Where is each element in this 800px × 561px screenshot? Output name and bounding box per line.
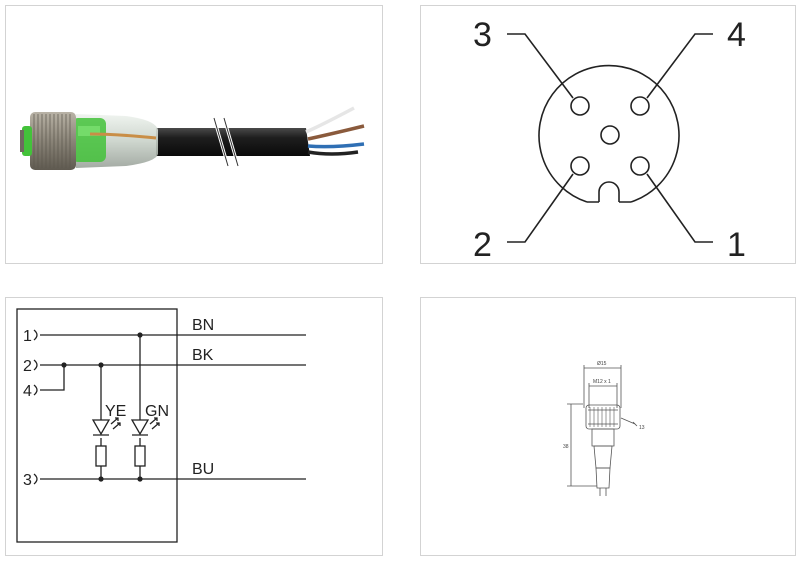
pin-label-2: 2 (23, 358, 32, 375)
wire-label-bn: BN (192, 317, 214, 334)
dim-diameter: Ø15 (597, 361, 607, 367)
coupling-nut (30, 112, 76, 170)
pinout-diagram: 3 4 2 1 (473, 16, 746, 264)
wire-white (305, 106, 355, 134)
dimension-drawing-panel: Ø15 M12 x 1 38 13 (420, 297, 796, 556)
led-label-gn: GN (145, 403, 169, 420)
connector-photo-panel (5, 5, 383, 264)
pin-label-1: 1 (23, 328, 32, 345)
wiring-panel: 1 2 4 3 BN BK BU YE GN (5, 297, 383, 556)
pin-label-3: 3 (473, 16, 492, 54)
pin-label-4: 4 (727, 16, 746, 54)
cable (156, 128, 310, 156)
dim-thread: M12 x 1 (593, 379, 611, 385)
pin-3-leader (507, 33, 574, 99)
wire-black (307, 150, 359, 156)
wire-label-bu: BU (192, 461, 214, 478)
pin-3-contact (570, 96, 590, 116)
dim-wrench: 13 (639, 425, 645, 431)
pin-4-contact (630, 96, 650, 116)
resistor-gn (134, 445, 146, 467)
led-gn-symbol (130, 419, 150, 436)
coupling-nut-outline (585, 404, 621, 430)
coding-key (598, 181, 620, 202)
dim-length: 38 (563, 444, 569, 450)
wire-brown (307, 124, 365, 141)
pin-label-4: 4 (23, 383, 32, 400)
pin-1-leader (646, 173, 713, 243)
wire-label-bk: BK (192, 347, 214, 364)
pinout-panel: 3 4 2 1 (420, 5, 796, 264)
pin-2-leader (507, 173, 574, 243)
pin-4-leader (646, 33, 713, 99)
dimension-drawing: Ø15 M12 x 1 38 13 (563, 361, 645, 496)
led-label-ye: YE (105, 403, 126, 420)
wiring-diagram: 1 2 4 3 BN BK BU YE GN (16, 308, 306, 543)
wire-blue (307, 142, 365, 149)
connector-housing-box (16, 308, 178, 543)
pin-label-2: 2 (473, 226, 492, 264)
connector-cable-illustration (20, 106, 365, 170)
pin-label-3: 3 (23, 472, 32, 489)
led-ye-symbol (91, 419, 111, 436)
pin4-bridge (40, 365, 65, 391)
led-window (72, 118, 106, 162)
pin-2-contact (570, 156, 590, 176)
pin-label-1: 1 (727, 226, 746, 264)
connector-face-outline (538, 64, 680, 203)
pin-5-contact (600, 125, 620, 145)
resistor-ye (95, 445, 107, 467)
pin-1-contact (630, 156, 650, 176)
